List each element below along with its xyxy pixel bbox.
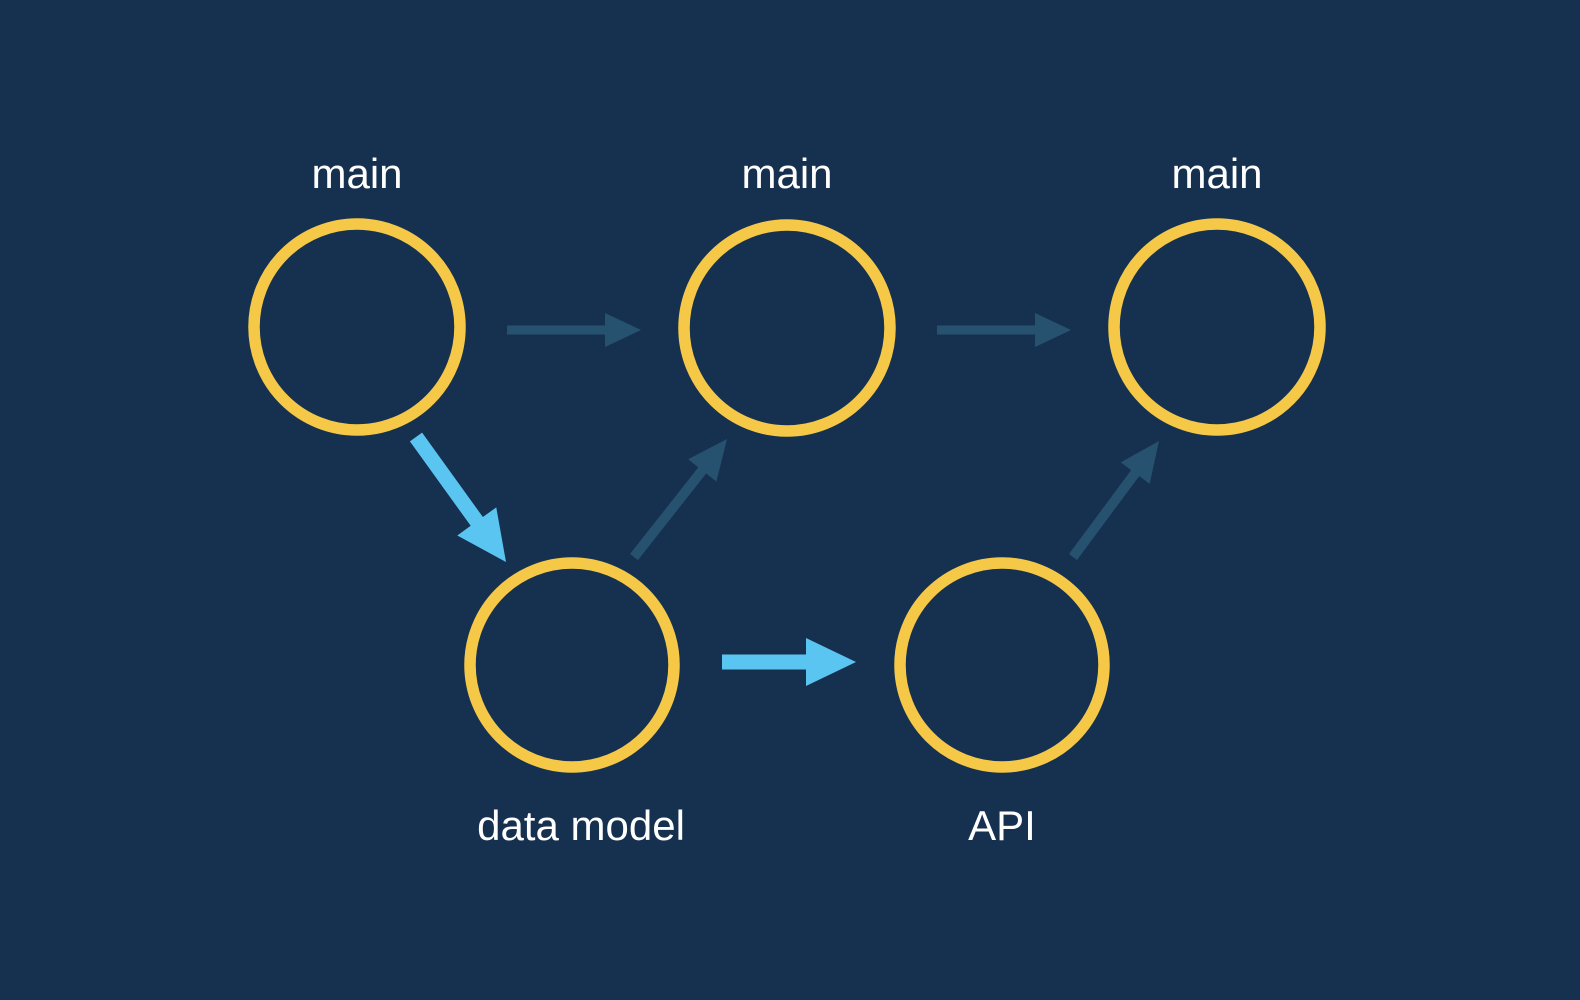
edge-arrow-api-to-main-3: [1068, 441, 1159, 560]
node-circle-api[interactable]: [894, 557, 1110, 773]
edge-arrow-main-1-to-main-2: [507, 313, 641, 347]
labels-layer: main main main data model API: [311, 150, 1262, 849]
node-label-api: API: [968, 802, 1036, 849]
node-label-data-model: data model: [477, 802, 685, 849]
node-label-main-2: main: [741, 150, 832, 197]
node-label-main-3: main: [1171, 150, 1262, 197]
node-circle-main-3[interactable]: [1108, 218, 1326, 436]
edge-arrow-main-1-to-data-model: [409, 432, 506, 562]
node-circle-main-1[interactable]: [248, 218, 466, 436]
nodes-layer: [248, 218, 1326, 773]
edge-arrow-data-model-to-main-2: [630, 439, 727, 561]
node-circle-data-model[interactable]: [464, 557, 680, 773]
edge-arrow-main-2-to-main-3: [937, 313, 1071, 347]
edges-layer: [409, 313, 1159, 686]
edge-arrow-data-model-to-api: [722, 638, 856, 686]
node-label-main-1: main: [311, 150, 402, 197]
node-circle-main-2[interactable]: [678, 219, 896, 437]
